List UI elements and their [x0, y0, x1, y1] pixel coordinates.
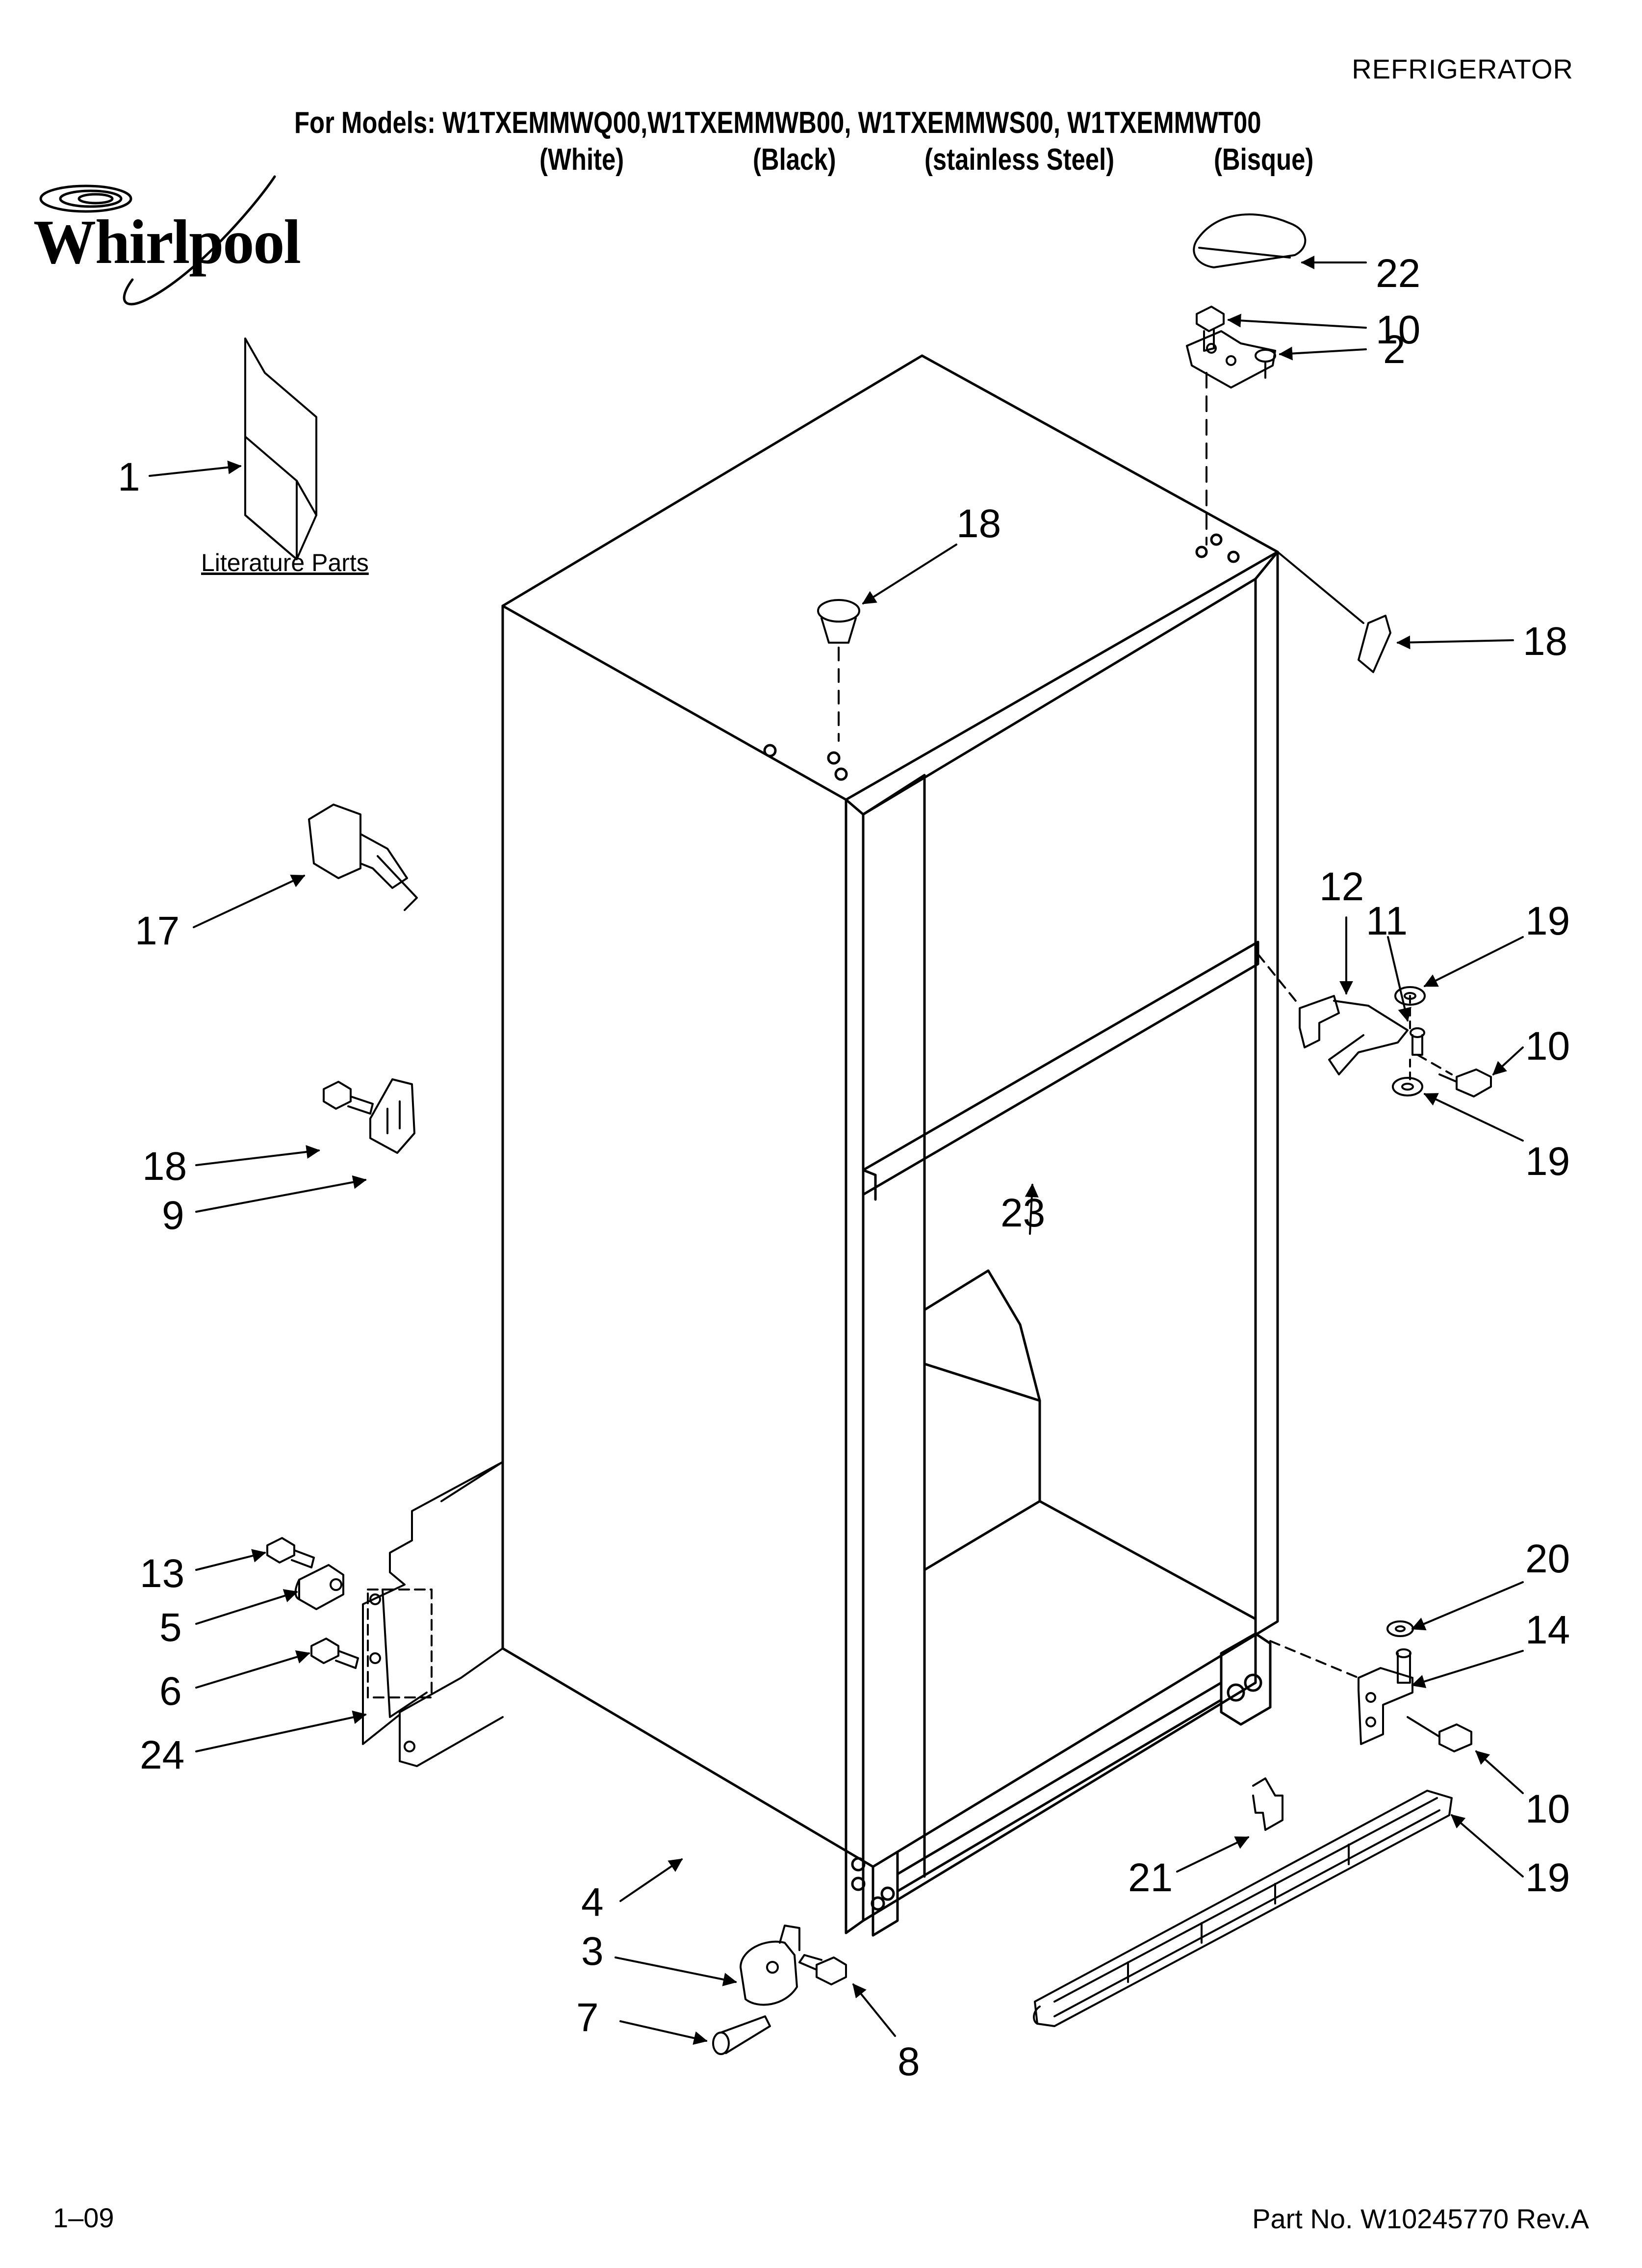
bottom-hinge-part: [1358, 1648, 1413, 1745]
literature-parts-label: Literature Parts: [201, 549, 369, 576]
callout-18: 18: [142, 1144, 187, 1189]
center-hinge-part: [1299, 995, 1425, 1075]
callout-21: 21: [1128, 1855, 1173, 1900]
clip-part: [1358, 615, 1391, 673]
screw-part: [1407, 1716, 1472, 1752]
category-label: REFRIGERATOR: [1352, 53, 1573, 84]
callout-18: 19: [1525, 1855, 1570, 1900]
screw-part: [1438, 1069, 1492, 1097]
variant-bisque: (Bisque): [1214, 143, 1314, 177]
models-line: For Models: W1TXEMMWQ00,W1TXEMMWB00, W1T…: [294, 106, 1261, 140]
washer-part: [1392, 986, 1426, 1096]
grille-clip-part: [1252, 1777, 1283, 1831]
dashed-guide: [1269, 1640, 1360, 1679]
leveling-leg-part: [740, 1925, 800, 2006]
screw-part: [323, 1081, 374, 1115]
callout-labels: 1 22 10 2 18 18 17 18 9 12 11 19 10 19 2…: [118, 251, 1570, 2084]
callout-17: 18: [1523, 619, 1567, 664]
callout-20: 20: [1525, 1537, 1570, 1581]
refrigerator-cabinet: [501, 354, 1279, 1937]
variant-black: (Black): [753, 143, 836, 177]
revision-date: 1–09: [53, 2202, 114, 2233]
screw-part: [798, 1954, 847, 1985]
callout-8: 8: [898, 2039, 920, 2084]
screw-part: [310, 1638, 359, 1669]
dashed-guide: [1416, 1054, 1453, 1075]
callout-3: 3: [581, 1929, 604, 1974]
divider-rail: [862, 940, 1259, 1196]
part-number: Part No. W10245770 Rev.A: [1252, 2203, 1589, 2234]
callout-23: 23: [1001, 1191, 1045, 1235]
callout-19: 19: [1525, 1139, 1570, 1184]
callout-12: 12: [1319, 864, 1364, 909]
callout-16: 18: [956, 501, 1001, 546]
toe-grille-part: [1033, 1790, 1453, 2027]
callout-11: 11: [1366, 899, 1408, 943]
variant-white: (White): [539, 143, 624, 177]
whirlpool-swirl-icon: [39, 175, 276, 306]
screw-part: [266, 1537, 315, 1568]
callout-1: 1: [118, 455, 140, 499]
dashed-guide: [1257, 953, 1301, 1007]
callout-arrows: [149, 256, 1524, 2045]
callout-2: 2: [1383, 327, 1406, 372]
door-stop-bracket-part: [369, 1078, 415, 1154]
rear-side-panel: [362, 1461, 504, 1767]
callout-22: 22: [1376, 251, 1420, 296]
callout-10: 10: [1525, 1787, 1570, 1831]
callout-10: 10: [1525, 1024, 1570, 1069]
variant-stainless: (stainless Steel): [924, 143, 1115, 177]
whirlpool-logo: Whirlpool: [33, 207, 301, 277]
callout-19: 19: [1525, 899, 1570, 943]
hinge-pin-part: [308, 804, 418, 911]
top-hinge-part: [1186, 330, 1276, 389]
leader-line: [1277, 551, 1364, 624]
literature-book-part: [244, 338, 317, 560]
callout-7: 7: [576, 1995, 599, 2040]
callout-4: 4: [581, 1880, 604, 1925]
callout-13: 13: [140, 1551, 184, 1596]
callout-14: 14: [1525, 1608, 1570, 1652]
callout-5: 5: [159, 1605, 182, 1650]
callout-9: 9: [162, 1193, 184, 1238]
callout-24: 24: [140, 1733, 184, 1777]
callout-6: 6: [159, 1669, 182, 1714]
hinge-cap-part: [1193, 213, 1307, 268]
pin-part: [712, 2015, 771, 2055]
screw-part: [1196, 306, 1225, 352]
clamp-part: [294, 1564, 344, 1610]
plug-button-part: [817, 599, 860, 644]
washer-part: [1386, 1620, 1414, 1637]
callout-15: 17: [135, 909, 180, 953]
callout-10: 10: [1376, 308, 1420, 352]
